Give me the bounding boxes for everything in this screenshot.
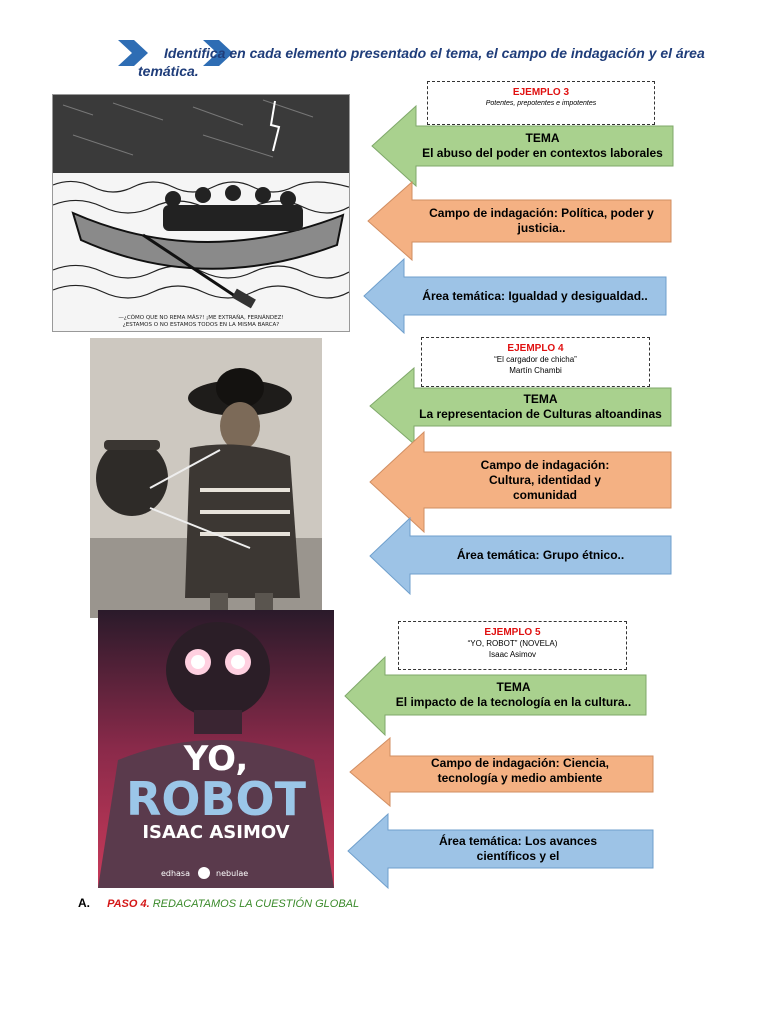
chevron-right-icon (118, 40, 148, 66)
cover-title-2: ROBOT (126, 772, 307, 826)
tema-label: TEMA (496, 680, 531, 694)
example-5-box: EJEMPLO 5 “YO, ROBOT” (NOVELA) Isaac Asi… (398, 621, 627, 670)
publisher-logo-icon (198, 867, 210, 879)
instruction-line-2: temática. (138, 63, 199, 79)
photo-drawing (90, 338, 322, 618)
area-text: Área temática: Grupo étnico.. (456, 547, 625, 562)
example-4-box: EJEMPLO 4 “El cargador de chicha” Martín… (421, 337, 650, 387)
example-4-author: Martín Chambi (509, 366, 562, 375)
area-text: Área temática: Igualdad y desigualdad.. (422, 288, 648, 303)
tema-label: TEMA (523, 392, 558, 406)
tema-label: TEMA (525, 131, 560, 145)
step-number: PASO 4. (107, 898, 150, 910)
example-4-title: EJEMPLO 4 (507, 343, 564, 354)
step-heading: A. PASO 4. REDACATAMOS LA CUESTIÓN GLOBA… (78, 896, 359, 910)
area-arrow-5: Área temática: Los avances científicos y… (347, 812, 654, 890)
tema-arrow-3: TEMA El abuso del poder en contextos lab… (371, 104, 674, 188)
campo-text: Campo de indagación: Cultura, identidad … (480, 457, 610, 502)
example-3-box: EJEMPLO 3 Potentes, prepotentes e impote… (427, 81, 655, 125)
cartoon-drawing: —¿CÓMO QUE NO REMA MÁS?! ¡ME EXTRAÑA, FE… (53, 95, 349, 331)
tema-text: El impacto de la tecnología en la cultur… (395, 695, 632, 709)
step-text: REDACATAMOS LA CUESTIÓN GLOBAL (152, 898, 360, 910)
campo-text: Campo de indagación: Ciencia, tecnología… (430, 756, 610, 785)
example-5-title: EJEMPLO 5 (484, 627, 541, 638)
campo-arrow-4: Campo de indagación: Cultura, identidad … (369, 430, 672, 534)
cover-publisher: edhasa (161, 869, 190, 878)
example-5-author: Isaac Asimov (488, 650, 537, 659)
campo-text: Campo de indagación: Política, poder y j… (429, 206, 654, 235)
tema-arrow-5: TEMA El impacto de la tecnología en la c… (344, 655, 647, 737)
chicha-carrier-photo (90, 338, 322, 618)
area-text: Área temática: Los avances científicos y… (438, 834, 598, 863)
cover-title-1: YO, (183, 739, 248, 779)
instruction-text: Identifica en cada elemento presentado e… (138, 44, 718, 80)
chevron-right-icon (203, 40, 233, 66)
example-4-subtitle: “El cargador de chicha” (494, 355, 577, 364)
cartoon-caption-1: —¿CÓMO QUE NO REMA MÁS?! ¡ME EXTRAÑA, FE… (118, 314, 283, 321)
step-letter: A. (78, 896, 90, 910)
cover-collection: nebulae (216, 869, 248, 878)
example-3-subtitle: Potentes, prepotentes e impotentes (485, 100, 597, 107)
example-5-subtitle: “YO, ROBOT” (NOVELA) (467, 639, 558, 648)
campo-arrow-3: Campo de indagación: Política, poder y j… (367, 180, 672, 262)
cover-author: ISAAC ASIMOV (142, 822, 289, 843)
book-cover-image: YO, ROBOT ISAAC ASIMOV edhasa nebulae (98, 610, 334, 888)
boat-cartoon-image: —¿CÓMO QUE NO REMA MÁS?! ¡ME EXTRAÑA, FE… (52, 94, 350, 332)
book-cover-drawing: YO, ROBOT ISAAC ASIMOV edhasa nebulae (98, 610, 334, 888)
cartoon-caption-2: ¿ESTAMOS O NO ESTAMOS TODOS EN LA MISMA … (123, 322, 279, 328)
example-3-title: EJEMPLO 3 (512, 87, 570, 98)
tema-text: La representacion de Culturas altoandina… (419, 407, 662, 421)
campo-arrow-5: Campo de indagación: Ciencia, tecnología… (349, 736, 654, 808)
area-arrow-4: Área temática: Grupo étnico.. (369, 516, 672, 596)
instruction-line-1: Identifica en cada elemento presentado e… (164, 45, 705, 61)
area-arrow-3: Área temática: Igualdad y desigualdad.. (363, 257, 667, 335)
tema-text: El abuso del poder en contextos laborale… (422, 146, 663, 160)
